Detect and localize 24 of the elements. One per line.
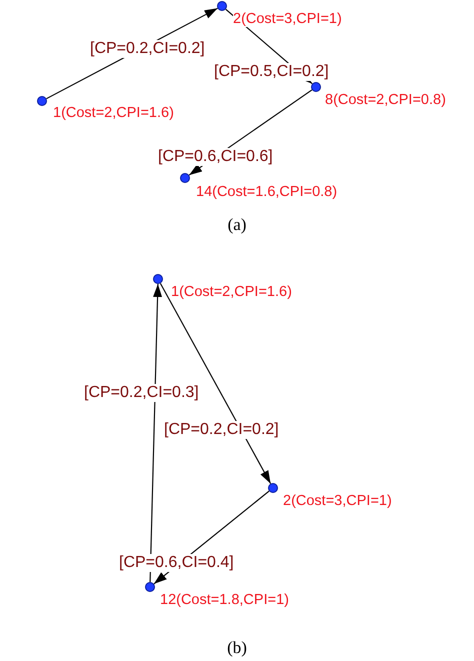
node-dot <box>153 274 163 284</box>
node-label: 1(Cost=2,CPI=1.6) <box>53 105 174 121</box>
edge-label: [CP=0.2,CI=0.2] <box>89 40 206 58</box>
edge-label: [CP=0.2,CI=0.2] <box>163 421 280 439</box>
node-label: 14(Cost=1.6,CPI=0.8) <box>196 184 338 200</box>
panel-label: (b) <box>227 639 247 657</box>
edge-label: [CP=0.2,CI=0.3] <box>83 384 200 402</box>
node-dot <box>180 173 190 183</box>
node-label: 1(Cost=2,CPI=1.6) <box>171 284 292 300</box>
node-dot <box>37 96 47 106</box>
node-dot <box>268 483 278 493</box>
edge-label: [CP=0.5,CI=0.2] <box>213 63 330 81</box>
arrow <box>160 283 272 484</box>
node-dot <box>311 82 321 92</box>
node-label: 2(Cost=3,CPI=1) <box>233 11 342 27</box>
edge-label: [CP=0.6,CI=0.4] <box>118 554 235 572</box>
arrow <box>150 284 162 582</box>
edge-label: [CP=0.6,CI=0.6] <box>157 148 274 166</box>
panel-label: (a) <box>228 216 246 234</box>
node-dot <box>217 1 227 11</box>
node-dot <box>145 582 155 592</box>
node-label: 8(Cost=2,CPI=0.8) <box>325 92 446 108</box>
node-label: 2(Cost=3,CPI=1) <box>283 493 392 509</box>
node-label: 12(Cost=1.8,CPI=1) <box>160 592 289 608</box>
